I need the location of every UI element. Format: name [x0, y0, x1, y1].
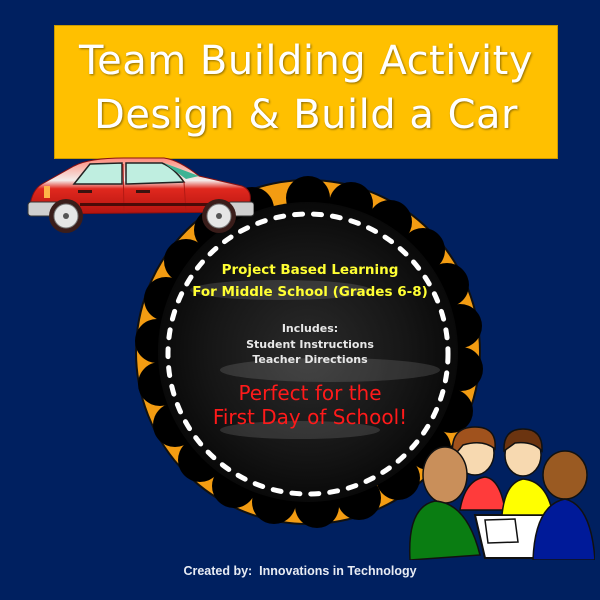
title-line-1: Team Building Activity [78, 38, 533, 84]
red-car-icon [27, 157, 254, 233]
chalkboard-badge-icon [135, 176, 483, 528]
chalkboard-circle [130, 170, 490, 535]
creator-credit: Created by: Innovations in Technology [183, 564, 417, 578]
title-line-2: Design & Build a Car [94, 92, 518, 138]
title-banner: Team Building Activity Design & Build a … [55, 26, 557, 158]
students-group-icon [408, 426, 595, 560]
